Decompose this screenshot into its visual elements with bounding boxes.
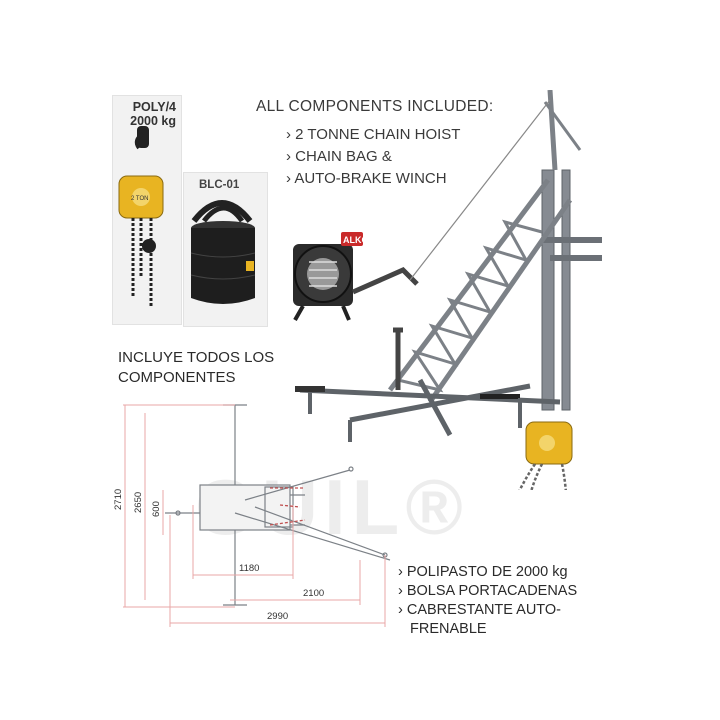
components-list-en: › 2 TONNE CHAIN HOIST › CHAIN BAG & › AU…	[286, 124, 460, 190]
hoist-model-label: POLY/4 2000 kg	[130, 100, 176, 128]
bag-photo-panel	[183, 172, 268, 327]
chain-bag-icon	[190, 200, 256, 304]
svg-text:ALKO: ALKO	[343, 235, 369, 245]
component-item-es: › POLIPASTO DE 2000 kg	[398, 564, 568, 580]
component-item-es: › CABRESTANTE AUTO-	[398, 602, 562, 618]
dim-2710: 2710	[113, 489, 124, 510]
component-item-es: › BOLSA PORTACADENAS	[398, 583, 578, 599]
dim-1180: 1180	[239, 563, 259, 574]
dim-600: 600	[151, 501, 162, 517]
svg-text:2 TON: 2 TON	[131, 196, 148, 202]
dimension-drawing: 2710 2650 600 1180 2100 2990	[113, 404, 391, 627]
dim-2990: 2990	[267, 611, 288, 622]
components-list-es: › POLIPASTO DE 2000 kg › BOLSA PORTACADE…	[398, 563, 577, 639]
bag-model-label: BLC-01	[199, 179, 240, 191]
component-item-en: › CHAIN BAG &	[286, 148, 392, 165]
component-item-en: › 2 TONNE CHAIN HOIST	[286, 126, 461, 143]
winch-icon: ALKO	[293, 232, 419, 321]
components-included-heading: ALL COMPONENTS INCLUDED:	[256, 98, 494, 115]
component-item-es: FRENABLE	[410, 621, 487, 637]
dim-2100: 2100	[303, 588, 324, 599]
chain-hoist-icon: 2 TON	[118, 126, 164, 308]
dim-2650: 2650	[133, 492, 144, 513]
component-item-en: › AUTO-BRAKE WINCH	[286, 170, 447, 187]
hoist-photo-panel: 2 TON	[112, 95, 182, 325]
hanging-hoist-icon	[518, 421, 573, 490]
components-included-heading-es: INCLUYE TODOS LOS COMPONENTES	[118, 349, 275, 386]
crane-tower-illustration	[295, 90, 602, 490]
